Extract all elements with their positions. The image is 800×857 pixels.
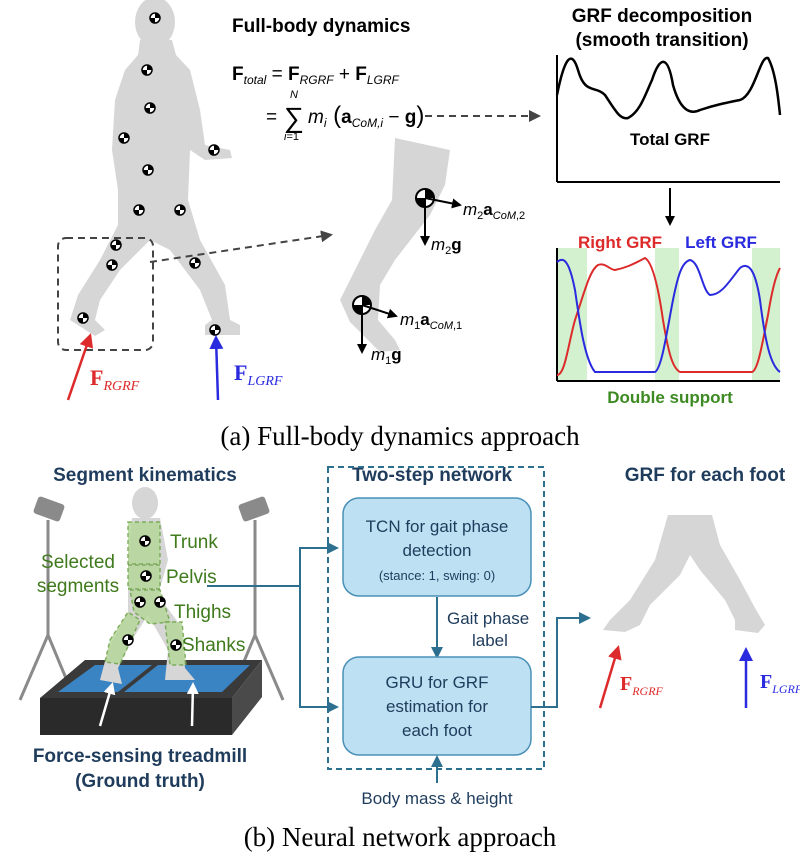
human-silhouette — [70, 0, 240, 336]
network-title: Two-step network — [352, 465, 513, 486]
treadmill — [40, 660, 262, 735]
treadmill-label-2: (Ground truth) — [75, 771, 205, 792]
svg-text:=: = — [266, 107, 277, 128]
tcn-line1: TCN for gait phase — [366, 517, 509, 536]
split-grf-chart: Right GRF Left GRF Double support — [556, 233, 781, 407]
grf-title-1: GRF decomposition — [572, 6, 753, 27]
zoomed-leg: m2aCoM,2 m2g m1aCoM,1 m1g — [340, 138, 525, 367]
camera-left — [18, 496, 77, 701]
svg-text:m2g: m2g — [431, 235, 462, 257]
panel-b: Segment kinematics — [18, 465, 800, 852]
segment-label-shanks: Shanks — [182, 635, 245, 656]
tcn-line2: detection — [403, 541, 472, 560]
dynamics-title: Full-body dynamics — [232, 16, 410, 37]
tcn-line3: (stance: 1, swing: 0) — [379, 568, 495, 583]
output-right-arrow — [598, 645, 622, 709]
svg-text:mi (aCoM,i − g): mi (aCoM,i − g) — [308, 102, 424, 130]
double-support-label: Double support — [607, 388, 733, 407]
right-grf-symbol: FRGRF — [90, 365, 140, 394]
left-grf-curve — [556, 258, 781, 373]
walker — [100, 487, 195, 684]
gait-label-2: label — [472, 631, 508, 650]
left-grf-symbol: FLGRF — [234, 360, 283, 389]
right-grf-arrow — [66, 333, 94, 401]
svg-text:m1g: m1g — [371, 345, 402, 367]
svg-text:Ftotal = FRGRF + FLGRF: Ftotal = FRGRF + FLGRF — [232, 64, 400, 87]
caption-b: (b) Neural network approach — [244, 822, 557, 852]
grf-title-2: (smooth transition) — [575, 30, 748, 51]
input-connectors — [207, 542, 339, 713]
svg-text:∑: ∑ — [284, 102, 304, 133]
total-grf-chart: Total GRF — [555, 55, 782, 183]
gru-line1: GRU for GRF — [386, 673, 489, 692]
gait-label-1: Gait phase — [447, 609, 529, 628]
total-grf-label: Total GRF — [630, 130, 710, 149]
treadmill-label-1: Force-sensing treadmill — [33, 746, 247, 767]
output-connector — [531, 612, 591, 708]
segment-label-pelvis: Pelvis — [166, 567, 217, 588]
svg-text:i=1: i=1 — [284, 131, 299, 143]
gru-line3: each foot — [402, 721, 472, 740]
svg-text:m2aCoM,2: m2aCoM,2 — [463, 200, 525, 222]
tcn-box: TCN for gait phase detection (stance: 1,… — [342, 497, 532, 597]
selected-segments-line2: segments — [37, 576, 119, 597]
segment-label-thighs: Thighs — [174, 602, 231, 623]
dynamics-equation: Ftotal = FRGRF + FLGRF = N ∑ i=1 mi (aCo… — [232, 64, 424, 143]
gru-line2: estimation for — [386, 697, 488, 716]
segment-label-trunk: Trunk — [170, 532, 218, 553]
right-grf-label: Right GRF — [578, 233, 662, 252]
left-grf-label: Left GRF — [685, 233, 757, 252]
left-grf-arrow — [209, 335, 224, 401]
right-grf-curve — [556, 256, 781, 376]
svg-text:m1aCoM,1: m1aCoM,1 — [400, 310, 462, 332]
total-grf-curve — [555, 56, 782, 120]
zoom-arrow — [149, 230, 333, 263]
foot-highlight-box — [57, 237, 154, 351]
svg-text:N: N — [290, 89, 298, 101]
segment-title: Segment kinematics — [53, 465, 237, 486]
output-left-symbol: FLGRF — [760, 671, 800, 696]
caption-a: (a) Full-body dynamics approach — [220, 421, 580, 451]
output-legs — [603, 515, 765, 633]
selected-segments-line1: Selected — [41, 552, 115, 573]
output-title: GRF for each foot — [625, 465, 786, 486]
gru-box: GRU for GRF estimation for each foot — [342, 656, 532, 756]
output-right-symbol: FRGRF — [620, 673, 664, 698]
body-input-label: Body mass & height — [361, 789, 512, 808]
panel-a: FRGRF FLGRF Full-body dynamics Ftotal = … — [57, 0, 782, 451]
